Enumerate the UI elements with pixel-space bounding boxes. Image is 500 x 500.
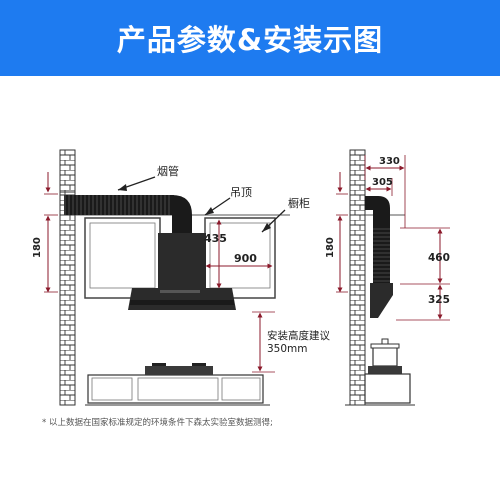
hood-side-profile xyxy=(370,283,393,318)
dim-325-label: 325 xyxy=(428,294,450,306)
cabinet-door-left xyxy=(89,222,156,289)
counter-door-2 xyxy=(137,377,219,401)
side-counter xyxy=(364,373,411,404)
right-side-view: 330 305 180 460 325 xyxy=(325,149,450,406)
page-title: 产品参数&安装示图 xyxy=(116,23,384,57)
left-front-view: 烟管 吊顶 橱柜 180 435 900 安装高度建议 350mm xyxy=(32,149,330,406)
hood-control-panel xyxy=(160,290,200,293)
ceiling-label: 吊顶 xyxy=(230,186,252,199)
dim-900-label: 900 xyxy=(234,252,257,265)
pot-lid-knob xyxy=(381,338,389,345)
kitchen-counter xyxy=(87,374,264,404)
cabinet-door-right xyxy=(209,222,271,289)
install-height-label-1: 安装高度建议 xyxy=(267,329,330,342)
hood-bottom-panel xyxy=(130,300,234,305)
chimney-duct-horizontal xyxy=(64,195,174,215)
chimney-duct-elbow xyxy=(172,195,192,235)
dim-180-right-label: 180 xyxy=(325,237,336,258)
right-duct-vertical xyxy=(373,228,390,283)
right-brick-wall xyxy=(349,149,366,406)
cooking-pot xyxy=(372,346,398,367)
gas-stove xyxy=(145,366,213,375)
dim-180-left-label: 180 xyxy=(32,237,43,258)
install-height-label-2: 350mm xyxy=(267,343,308,355)
title-banner: 产品参数&安装示图 xyxy=(0,0,500,76)
dim-435-label: 435 xyxy=(204,232,227,245)
hood-chimney-cover xyxy=(158,233,206,288)
side-stove xyxy=(368,366,402,374)
burner-right xyxy=(192,363,206,366)
counter-door-3 xyxy=(221,377,261,401)
chimney-label: 烟管 xyxy=(157,164,179,178)
dim-330-label: 330 xyxy=(379,156,400,167)
burner-left xyxy=(152,363,166,366)
counter-door-1 xyxy=(91,377,133,401)
wall-top-segment xyxy=(59,149,76,193)
dim-305-label: 305 xyxy=(372,177,393,188)
right-duct-elbow xyxy=(365,196,390,228)
dim-460-label: 460 xyxy=(428,252,450,264)
footnote: * 以上数据在国家标准规定的环境条件下森太实验室数据测得; xyxy=(42,418,273,428)
pot-lid xyxy=(370,343,400,349)
upper-cabinet-left xyxy=(84,217,161,299)
cabinet-label: 橱柜 xyxy=(288,196,310,210)
